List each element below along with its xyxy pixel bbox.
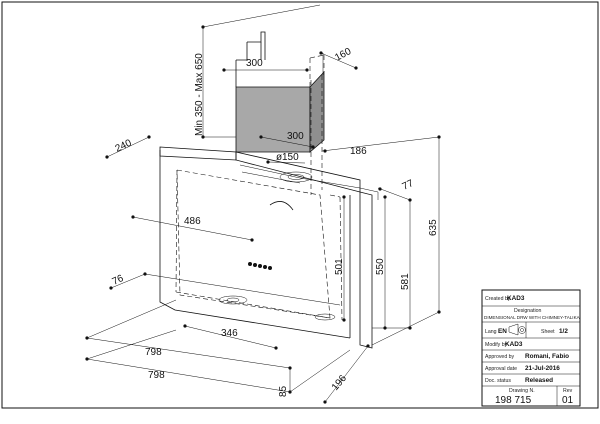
title-block: Created by KAD3 Designation DIMENSIONAL … [481, 289, 581, 407]
dim-581: 581 [400, 273, 411, 290]
sheet-frame [1, 1, 599, 409]
dim-501: 501 [334, 258, 345, 275]
approved-by-label: Approved by [485, 354, 515, 360]
dim-300-mid: 300 [287, 131, 304, 142]
dim-160: 160 [333, 46, 353, 64]
modify-by-value: KAD3 [505, 341, 523, 348]
sheet-value: 1/2 [559, 328, 568, 335]
dim-240: 240 [114, 138, 134, 155]
dim-798-a: 798 [145, 347, 162, 358]
doc-status-value: Released [525, 377, 553, 384]
designation-label: Designation [514, 308, 542, 314]
chimney [235, 31, 325, 195]
hood-panel [159, 146, 379, 349]
approval-date-value: 21-Jul-2016 [525, 365, 560, 372]
dim-85: 85 [278, 385, 289, 397]
drawing-number-label: Drawing N. [509, 388, 535, 394]
dim-min-max-height: Min 350 - Max 650 [194, 53, 205, 136]
approval-date-label: Approval date [485, 366, 517, 372]
created-by-value: KAD3 [507, 295, 525, 302]
lang-value: EN [498, 328, 507, 335]
revision-value: 01 [562, 395, 574, 406]
dim-150: 150 [282, 152, 299, 163]
doc-status-label: Doc. status [485, 378, 511, 384]
dim-186: 186 [350, 146, 367, 157]
chimney-side [309, 70, 325, 153]
dim-150-prefix: ø [276, 152, 282, 163]
drawing-number-value: 198 715 [495, 395, 532, 406]
dim-77: 77 [401, 178, 416, 193]
dim-300-top: 300 [246, 58, 263, 69]
dim-550: 550 [375, 258, 386, 275]
modify-by-label: Modify by [485, 342, 508, 348]
dim-798-b: 798 [148, 370, 165, 381]
dim-196: 196 [330, 373, 349, 393]
projection-symbol-icon [508, 323, 526, 336]
dim-76: 76 [111, 273, 126, 288]
revision-label: Rev [563, 388, 573, 394]
lang-label: Lang [485, 329, 497, 335]
sheet-label: Sheet [541, 329, 555, 335]
chimney-body [235, 86, 311, 153]
dimension-lines [85, 4, 441, 404]
control-buttons [248, 262, 272, 270]
approved-by-value: Romani, Fabio [525, 353, 569, 360]
dim-635: 635 [428, 219, 439, 236]
dim-486: 486 [184, 216, 201, 227]
dim-346: 346 [221, 328, 238, 339]
designation-value: DIMENSIONAL DRW WITH CHIMNEY-TALIKA [484, 315, 581, 320]
created-by-label: Created by [485, 296, 511, 302]
